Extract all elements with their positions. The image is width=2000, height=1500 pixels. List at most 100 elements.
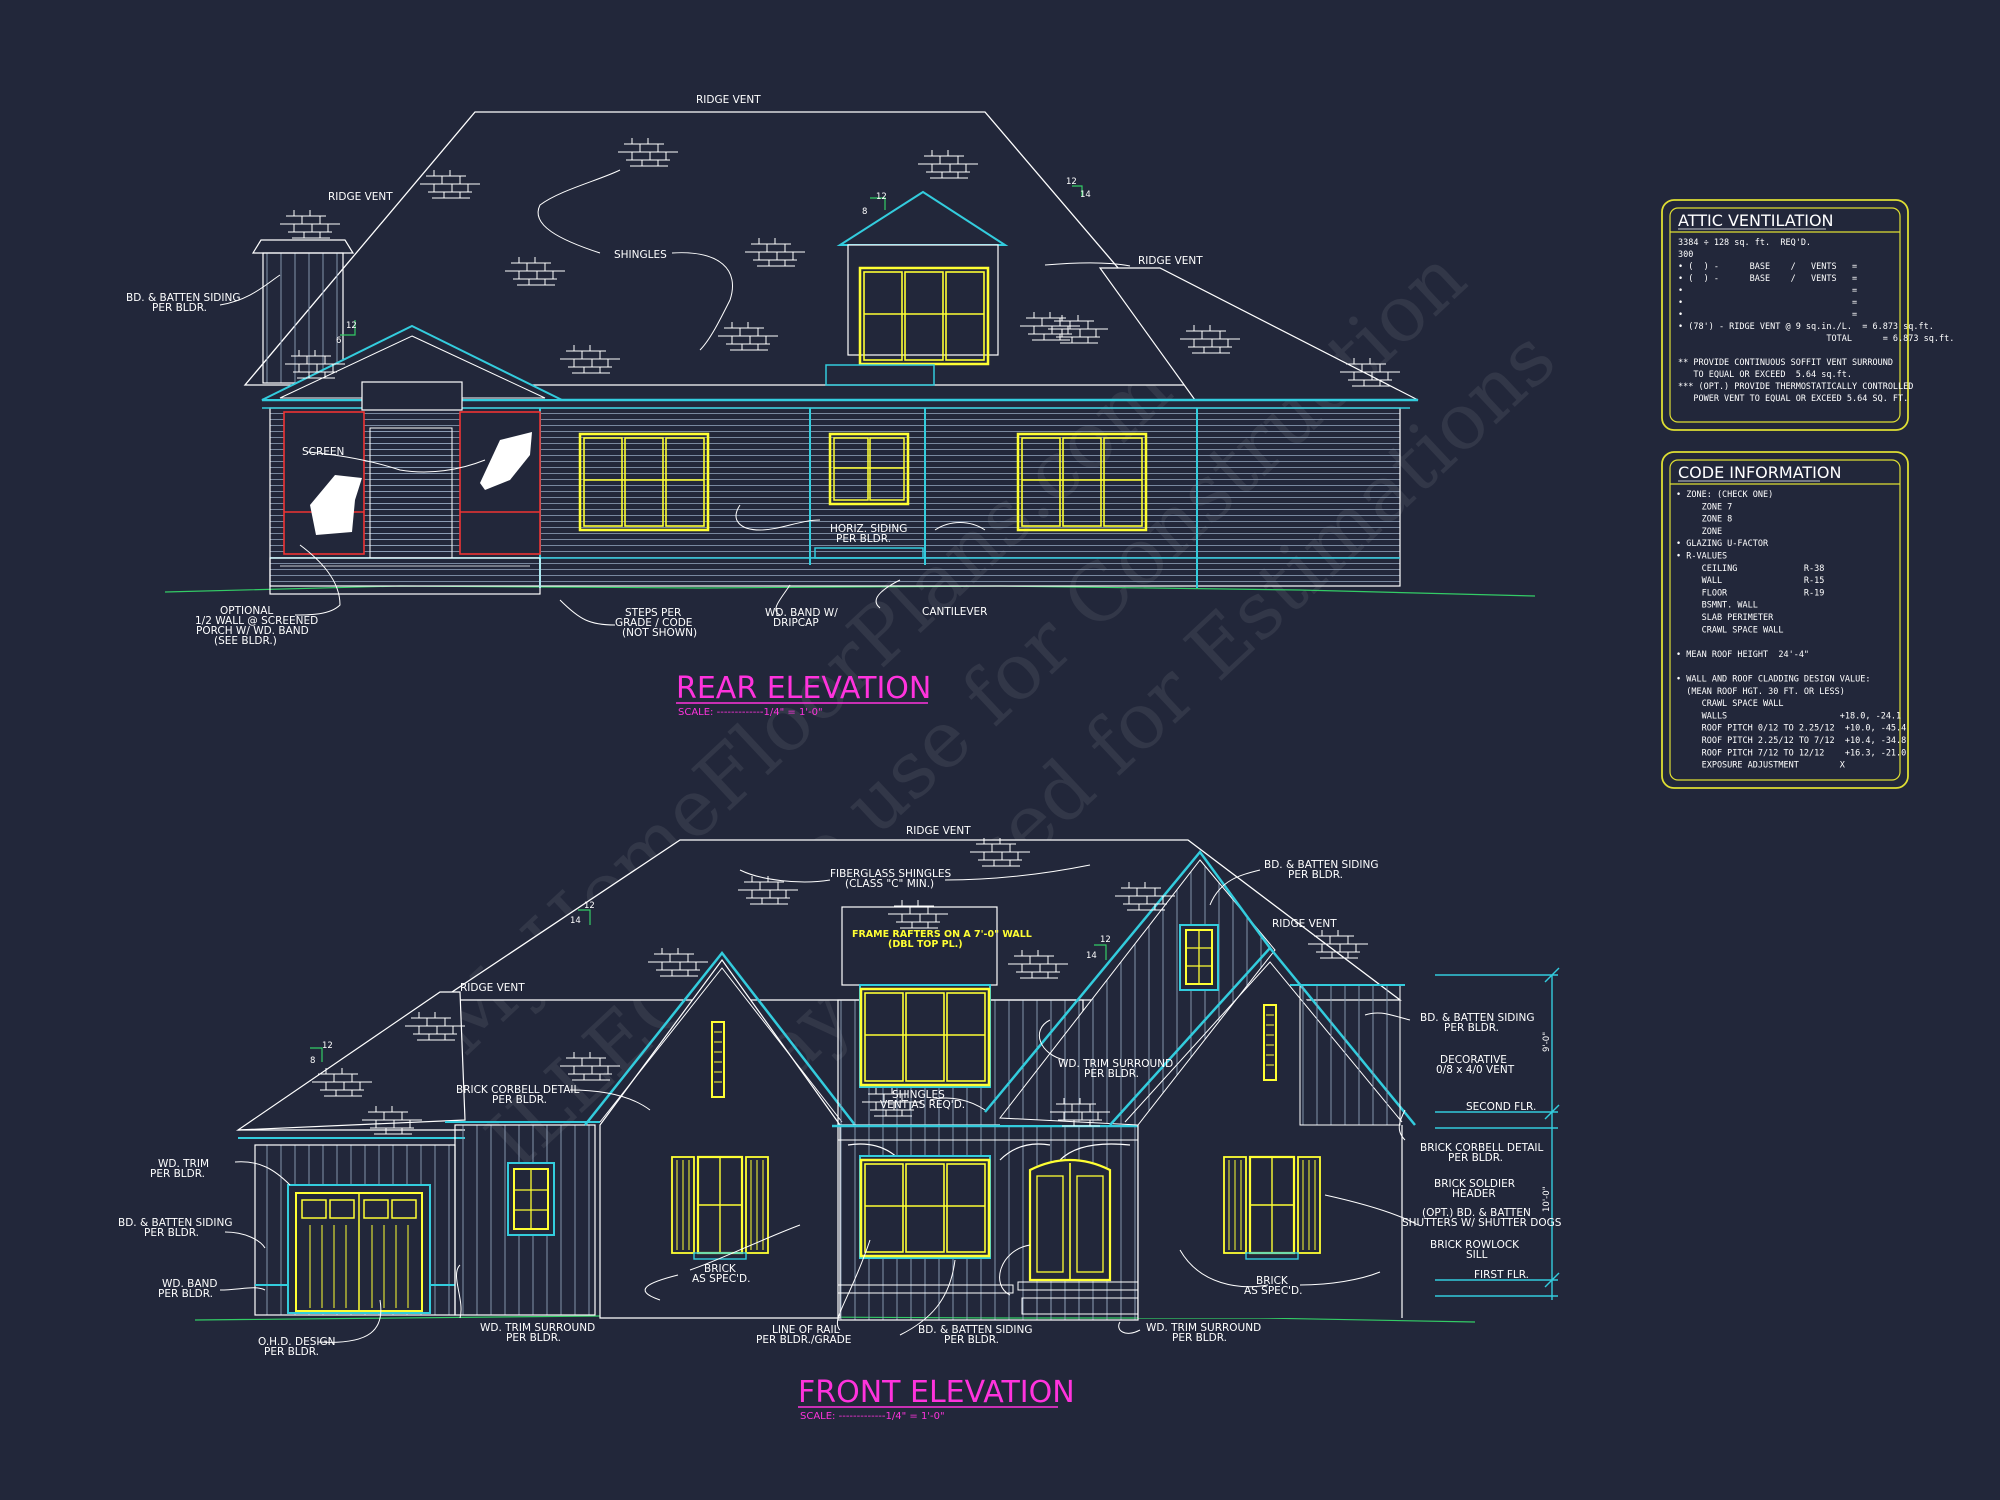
front-right-wing bbox=[1299, 984, 1401, 1126]
code-information-line: ROOF PITCH 0/12 TO 2.25/12 +10.0, -45.4 bbox=[1676, 724, 1906, 734]
attic-ventilation-line: 3384 ÷ 128 sq. ft. REQ'D. bbox=[1678, 238, 1811, 248]
code-information-line: WALLS +18.0, -24.1 bbox=[1676, 711, 1901, 721]
front-brick-soldier-1: BRICK SOLDIER bbox=[1434, 1178, 1515, 1190]
front-first-flr: FIRST FLR. bbox=[1474, 1269, 1529, 1281]
rear-screen-tear-left bbox=[310, 475, 362, 535]
rear-pitch-8: 8 bbox=[862, 207, 867, 217]
front-ridge-vent-top: RIDGE VENT bbox=[906, 825, 971, 837]
code-information-line: WALL R-15 bbox=[1676, 576, 1824, 586]
code-information-line: • R-VALUES bbox=[1676, 552, 1727, 562]
code-information-line: ZONE bbox=[1676, 527, 1722, 537]
front-line-rail-1: LINE OF RAIL bbox=[772, 1324, 840, 1336]
front-decorative-2: 0/8 x 4/0 VENT bbox=[1436, 1064, 1515, 1076]
front-right-shutter-window bbox=[1223, 1155, 1321, 1260]
front-bd-batten-l-1: BD. & BATTEN SIDING bbox=[118, 1217, 232, 1229]
front-line-rail-2: PER BLDR./GRADE bbox=[756, 1334, 851, 1346]
code-information-line: FLOOR R-19 bbox=[1676, 588, 1824, 598]
front-rowlock-1: BRICK ROWLOCK bbox=[1430, 1239, 1520, 1251]
rear-window-center bbox=[828, 432, 910, 506]
front-shingles-vent-1: SHINGLES bbox=[892, 1089, 945, 1101]
attic-ventilation-line: • = bbox=[1678, 310, 1857, 320]
rear-dormer bbox=[847, 244, 999, 356]
rear-ridge-vent-right: RIDGE VENT bbox=[1138, 255, 1203, 267]
front-pitch-12b: 12 bbox=[1100, 935, 1111, 945]
front-left-small-window bbox=[513, 1168, 549, 1230]
attic-ventilation-line: TOTAL = 6.873 sq.ft. bbox=[1678, 334, 1954, 344]
front-trim-surround-b-2: PER BLDR. bbox=[1172, 1332, 1227, 1344]
front-bd-batten-r-1: BD. & BATTEN SIDING bbox=[1420, 1012, 1534, 1024]
code-information-line: (MEAN ROOF HGT. 30 FT. OR LESS) bbox=[1676, 687, 1845, 697]
front-bd-batten-tr-1: BD. & BATTEN SIDING bbox=[1264, 859, 1378, 871]
front-fiberglass-2: (CLASS "C" MIN.) bbox=[845, 878, 934, 890]
attic-ventilation-line: • ( ) - BASE / VENTS = bbox=[1678, 262, 1857, 272]
attic-ventilation-line: • ( ) - BASE / VENTS = bbox=[1678, 274, 1857, 284]
code-information-line: ZONE 8 bbox=[1676, 515, 1732, 525]
front-bd-batten-l-2: PER BLDR. bbox=[144, 1227, 199, 1239]
attic-ventilation-title: ATTIC VENTILATION bbox=[1678, 211, 1834, 230]
attic-ventilation-panel: ATTIC VENTILATION 3384 ÷ 128 sq. ft. REQ… bbox=[1661, 199, 1954, 431]
rear-elevation-scale: SCALE: -------------1/4" = 1'-0" bbox=[678, 707, 823, 718]
front-rowlock-2: SILL bbox=[1466, 1249, 1488, 1261]
attic-ventilation-line: ** PROVIDE CONTINUOUS SOFFIT VENT SURROU… bbox=[1678, 358, 1893, 368]
rear-pitch-12a: 12 bbox=[1066, 177, 1077, 187]
code-information-line: • GLAZING U-FACTOR bbox=[1676, 539, 1769, 549]
front-pitch-12c: 12 bbox=[322, 1041, 333, 1051]
front-left-gable bbox=[599, 958, 841, 1319]
front-bd-batten-tr-2: PER BLDR. bbox=[1288, 869, 1343, 881]
front-trim-surround-m-1: WD. TRIM SURROUND bbox=[1058, 1058, 1173, 1070]
rear-elevation-title: REAR ELEVATION bbox=[676, 671, 931, 706]
front-ohd-1: O.H.D. DESIGN bbox=[258, 1336, 335, 1348]
attic-ventilation-lines: 3384 ÷ 128 sq. ft. REQ'D.300• ( ) - BASE… bbox=[1678, 238, 1954, 404]
front-brick-c-1: BRICK bbox=[704, 1263, 737, 1275]
code-information-line: EXPOSURE ADJUSTMENT X bbox=[1676, 761, 1846, 771]
code-information-line: CRAWL SPACE WALL bbox=[1676, 699, 1783, 709]
attic-ventilation-line: *** (OPT.) PROVIDE THERMOSTATICALLY CONT… bbox=[1678, 382, 1913, 392]
front-elevation: 9'-0" 10'-0" 12 14 12 14 12 8 bbox=[118, 825, 1562, 1422]
attic-ventilation-line: POWER VENT TO EQUAL OR EXCEED 5.64 SQ. F… bbox=[1678, 394, 1908, 404]
front-elevation-scale: SCALE: -------------1/4" = 1'-0" bbox=[800, 1411, 945, 1422]
front-right-gable-vent bbox=[1263, 1004, 1277, 1081]
front-trim-surround-l-1: WD. TRIM SURROUND bbox=[480, 1322, 595, 1334]
code-information-line: • MEAN ROOF HEIGHT 24'-4" bbox=[1676, 650, 1809, 660]
front-brick-corbell-l-1: BRICK CORBELL DETAIL bbox=[456, 1084, 580, 1096]
code-information-line: • WALL AND ROOF CLADDING DESIGN VALUE: bbox=[1676, 675, 1870, 685]
rear-elevation: 12 6 12 8 12 14 RIDGE VENT RIDGE VENT RI… bbox=[126, 94, 1536, 718]
front-shutters-2: SHUTTERS W/ SHUTTER DOGS bbox=[1402, 1217, 1562, 1229]
front-second-flr: SECOND FLR. bbox=[1466, 1101, 1536, 1113]
front-dimension-line bbox=[1435, 967, 1560, 1300]
front-wd-trim-1: WD. TRIM bbox=[158, 1158, 209, 1170]
rear-pitch-6: 6 bbox=[336, 336, 341, 346]
rear-ridge-vent-left: RIDGE VENT bbox=[328, 191, 393, 203]
front-bd-batten-b-2: PER BLDR. bbox=[944, 1334, 999, 1346]
rear-optional-2: 1/2 WALL @ SCREENED bbox=[195, 615, 318, 627]
front-ridge-vent-right: RIDGE VENT bbox=[1272, 918, 1337, 930]
rear-pitch-12b: 12 bbox=[876, 192, 887, 202]
rear-bd-batten-2: PER BLDR. bbox=[152, 302, 207, 314]
code-information-line: ROOF PITCH 7/12 TO 12/12 +16.3, -21.0 bbox=[1676, 748, 1906, 758]
front-trim-surround-b-1: WD. TRIM SURROUND bbox=[1146, 1322, 1261, 1334]
rear-optional-1: OPTIONAL bbox=[220, 605, 273, 617]
front-fiberglass-1: FIBERGLASS SHINGLES bbox=[830, 868, 951, 880]
front-dim-upper: 9'-0" bbox=[1542, 1032, 1552, 1052]
front-entry-door bbox=[1028, 1158, 1112, 1282]
front-shutters-1: (OPT.) BD. & BATTEN bbox=[1422, 1207, 1531, 1219]
front-left-gable-vent bbox=[711, 1021, 725, 1098]
front-trim-surround-m-2: PER BLDR. bbox=[1084, 1068, 1139, 1080]
rear-pitch-12c: 12 bbox=[346, 321, 357, 331]
code-information-line: BSMNT. WALL bbox=[1676, 601, 1758, 611]
rear-horiz-1: HORIZ. SIDING bbox=[830, 523, 907, 535]
front-ohd-2: PER BLDR. bbox=[264, 1346, 319, 1358]
code-information-line: SLAB PERIMETER bbox=[1676, 613, 1774, 623]
attic-ventilation-line: • = bbox=[1678, 286, 1857, 296]
front-garage-door bbox=[295, 1192, 423, 1312]
front-brick-corbell-l-2: PER BLDR. bbox=[492, 1094, 547, 1106]
rear-cantilever: CANTILEVER bbox=[922, 606, 987, 618]
front-brick-c-2: AS SPEC'D. bbox=[692, 1273, 750, 1285]
rear-wdband-1: WD. BAND W/ bbox=[765, 607, 838, 619]
code-information-panel: CODE INFORMATION • ZONE: (CHECK ONE) ZON… bbox=[1661, 451, 1909, 789]
code-information-line: CRAWL SPACE WALL bbox=[1676, 625, 1783, 635]
front-brick-r-1: BRICK bbox=[1256, 1275, 1289, 1287]
front-elevation-title: FRONT ELEVATION bbox=[798, 1375, 1075, 1410]
